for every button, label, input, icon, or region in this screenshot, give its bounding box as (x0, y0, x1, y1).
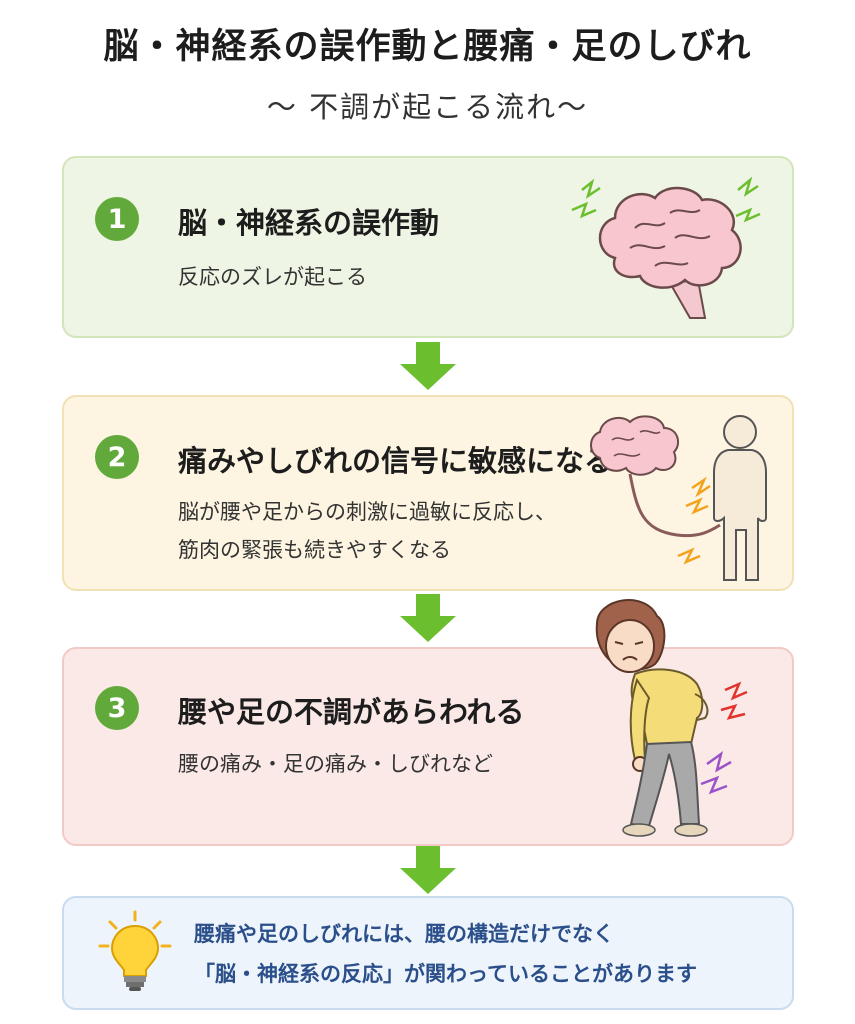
step-number-badge: 3 (95, 686, 139, 730)
down-arrow-icon (400, 342, 456, 390)
brain-icon (571, 176, 761, 319)
step-title: 痛みやしびれの信号に敏感になる (178, 444, 614, 478)
step-desc-line: 筋肉の緊張も続きやすくなる (178, 538, 451, 562)
step-title: 脳・神経系の誤作動 (178, 206, 440, 240)
brain-nerve-body-icon (590, 415, 767, 581)
note-card (62, 896, 794, 1010)
step-title: 腰や足の不調があらわれる (178, 695, 525, 729)
lightbulb-icon (98, 910, 172, 991)
step-desc-line: 反応のズレが起こる (178, 265, 367, 289)
page-title: 脳・神経系の誤作動と腰痛・足のしびれ (103, 27, 752, 67)
step-desc-line: 腰の痛み・足の痛み・しびれなど (178, 752, 493, 776)
note-text: 腰痛や足のしびれには、腰の構造だけでなく 「脳・神経系の反応」が関わっていること… (194, 914, 784, 994)
woman-back-pain-icon (595, 599, 748, 837)
down-arrow-icon (400, 846, 456, 894)
note-line: 「脳・神経系の反応」が関わっていることがあります (194, 962, 697, 986)
step-card-2 (62, 395, 794, 591)
down-arrow-icon (400, 594, 456, 642)
page-subtitle: 〜 不調が起こる流れ〜 (266, 90, 589, 124)
note-line: 腰痛や足のしびれには、腰の構造だけでなく (194, 922, 614, 946)
step-number-badge: 2 (95, 435, 139, 479)
step-number-badge: 1 (95, 197, 139, 241)
step-desc-line: 脳が腰や足からの刺激に過敏に反応し、 (178, 500, 556, 524)
